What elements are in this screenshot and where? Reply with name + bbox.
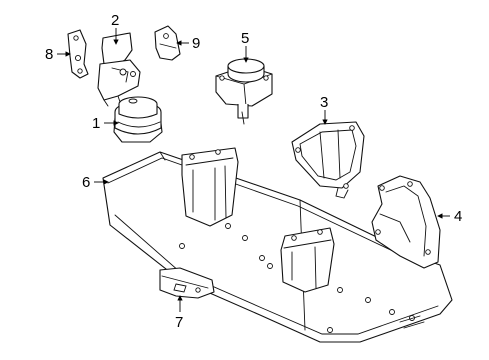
- mount-bracket-part-3: [291, 121, 365, 199]
- plate-part-8: [67, 29, 89, 79]
- lower-bracket-part-7: [159, 267, 215, 299]
- mount-bracket-part-4: [371, 175, 441, 269]
- callout-leaders: [57, 28, 450, 312]
- callout-number-6: 6: [82, 174, 90, 191]
- callout-labels: 1 2 3 4 5 6 7 8 9: [45, 12, 462, 331]
- bracket-part-9: [154, 25, 181, 61]
- callout-number-5: 5: [241, 30, 249, 47]
- callout-number-1: 1: [92, 115, 100, 132]
- callout-number-7: 7: [175, 314, 183, 331]
- callout-number-4: 4: [454, 208, 462, 225]
- engine-mount-part-1: [113, 96, 163, 143]
- callout-number-2: 2: [111, 12, 119, 29]
- crossmember-right-bracket: [280, 227, 335, 293]
- callout-number-9: 9: [192, 35, 200, 52]
- callout-number-3: 3: [320, 94, 328, 111]
- crossmember-left-bracket: [181, 147, 239, 227]
- mount-bracket-part-2: [97, 32, 141, 107]
- callout-number-8: 8: [45, 46, 53, 63]
- engine-mount-part-5: [215, 58, 273, 125]
